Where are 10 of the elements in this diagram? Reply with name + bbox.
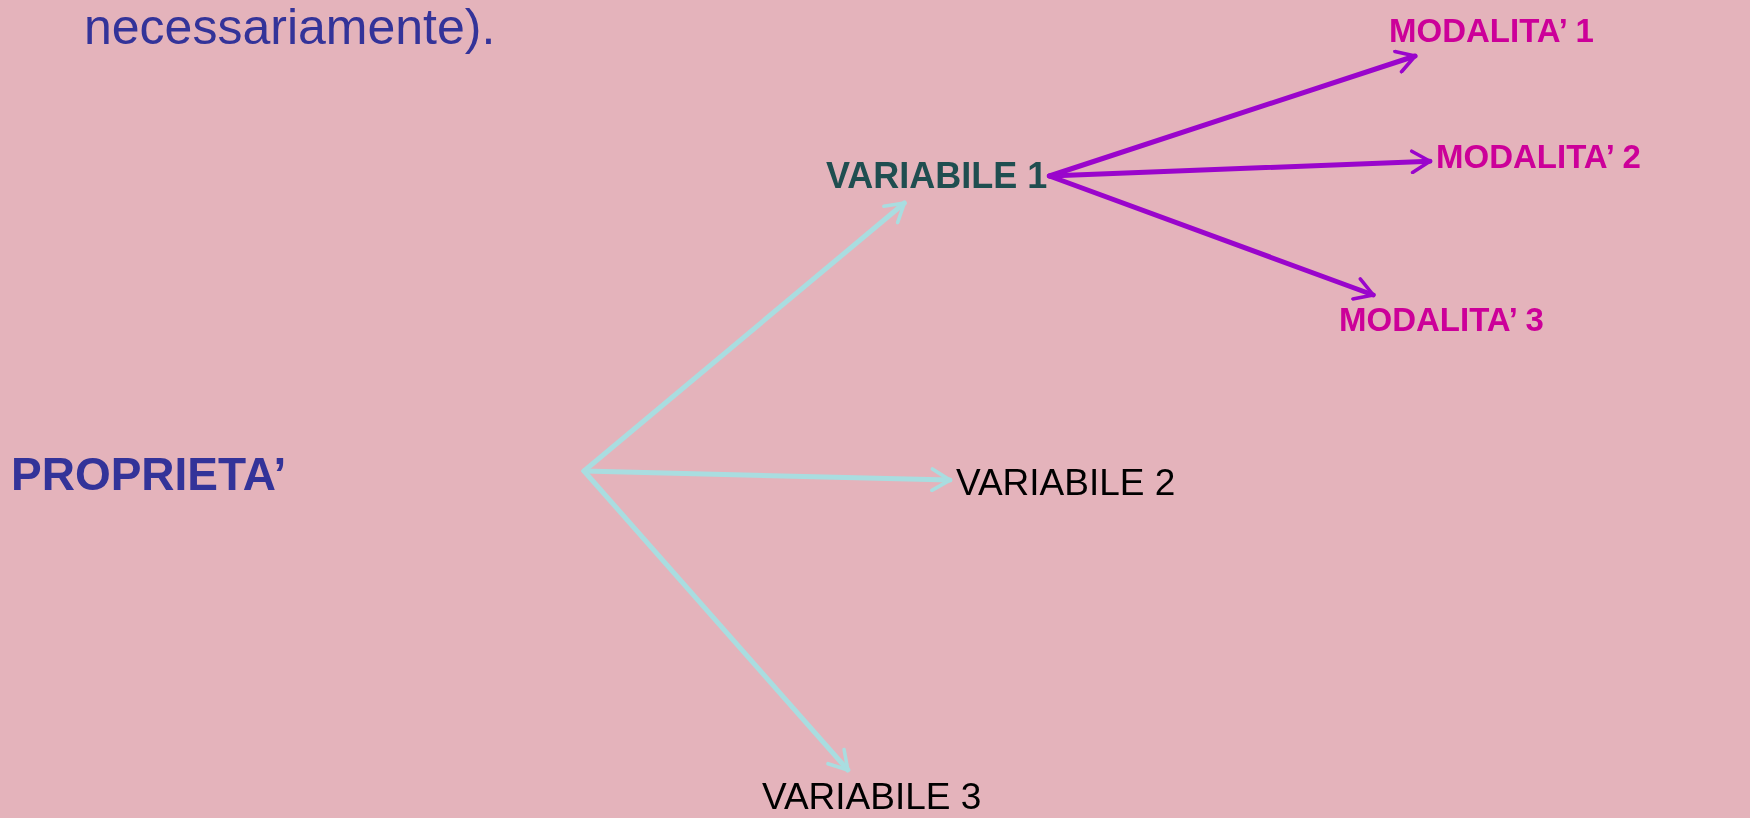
node-label: VARIABILE 1 xyxy=(826,156,1048,196)
node-label: PROPRIETA’ xyxy=(11,449,287,500)
slide-text: necessariamente). xyxy=(84,2,496,52)
node-label: MODALITA’ 1 xyxy=(1389,13,1594,50)
node-label: MODALITA’ 3 xyxy=(1339,302,1544,339)
node-label: MODALITA’ 2 xyxy=(1436,139,1641,176)
node-label: VARIABILE 2 xyxy=(956,463,1176,504)
node-label: VARIABILE 3 xyxy=(762,777,982,818)
arrow xyxy=(581,468,851,773)
arrow xyxy=(1046,173,1376,301)
